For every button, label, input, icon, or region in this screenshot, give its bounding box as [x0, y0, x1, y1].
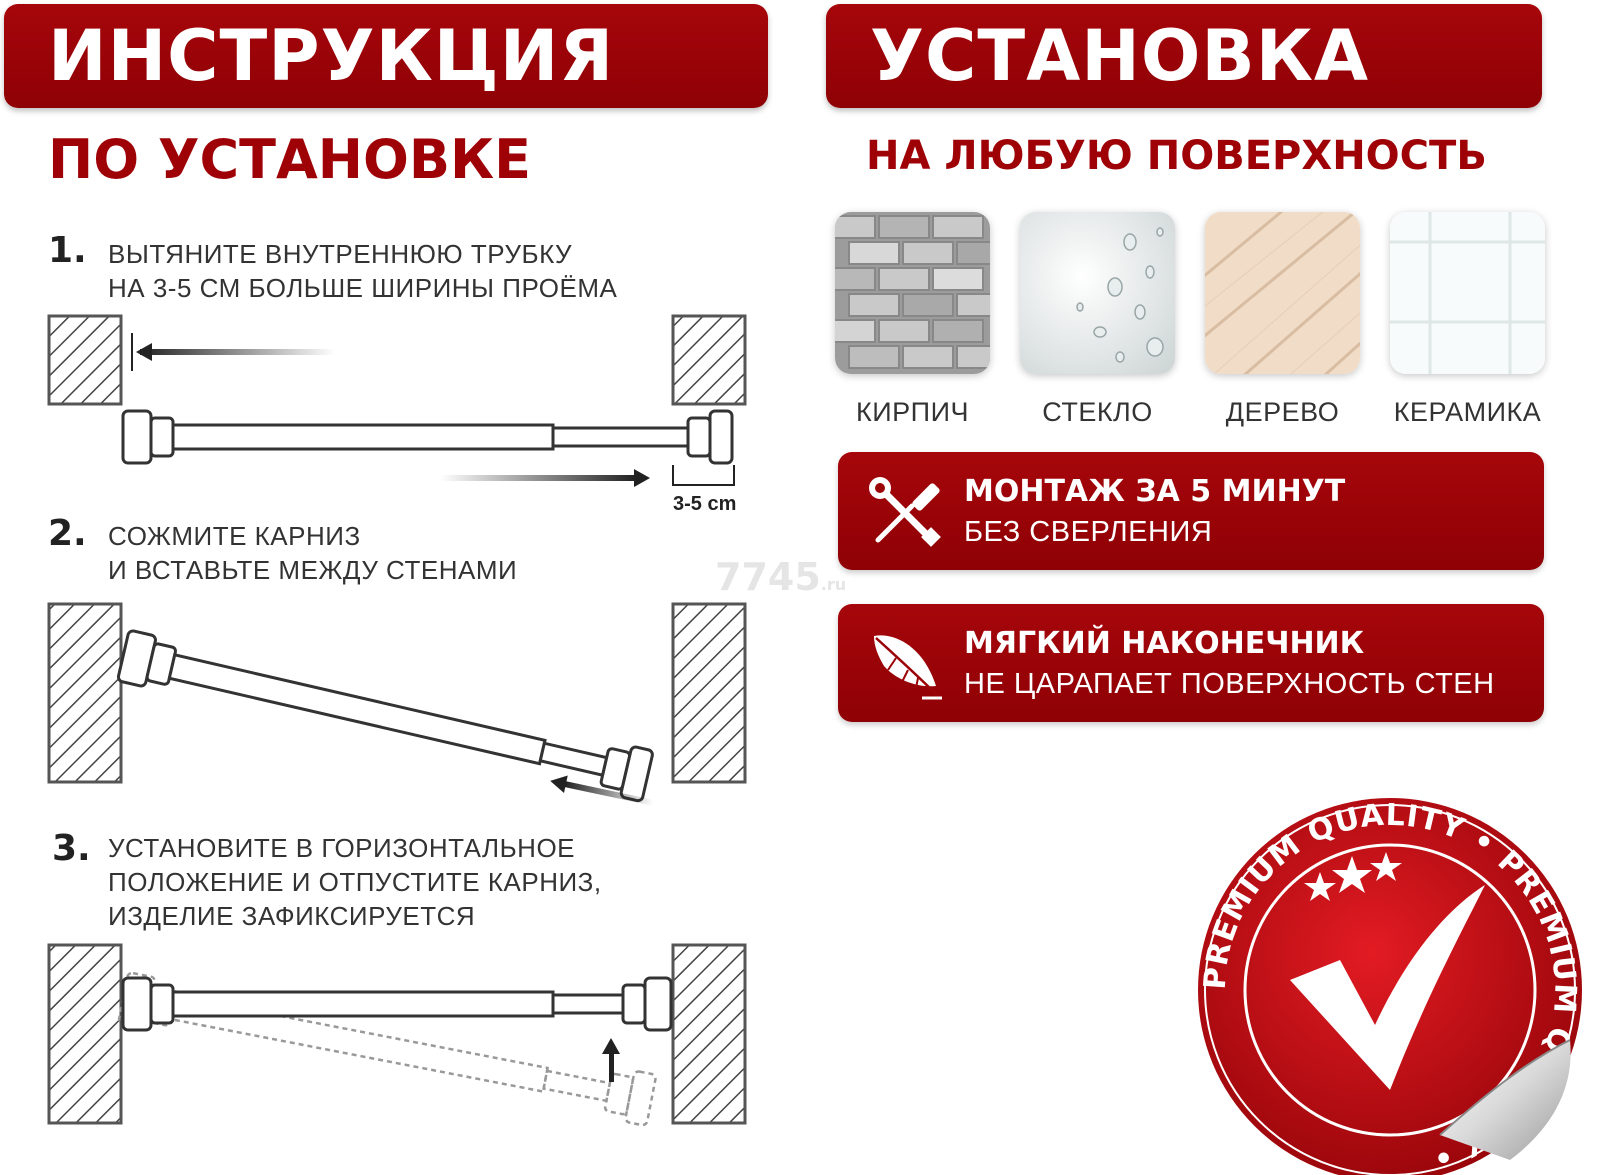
right-wall — [671, 602, 747, 784]
step-3-text-line-2: ПОЛОЖЕНИЕ И ОТПУСТИТЕ КАРНИЗ, — [108, 867, 602, 897]
watermark: 7745.ru — [715, 555, 846, 599]
right-wall — [671, 943, 747, 1125]
feature-1-subtitle: БЕЗ СВЕРЛЕНИЯ — [964, 516, 1213, 548]
brick-tile — [835, 212, 990, 374]
step-1-diagram: 3-5 cm — [47, 314, 747, 515]
watermark-main: 7745 — [715, 555, 821, 599]
feature-2-title: МЯГКИЙ НАКОНЕЧНИК — [964, 626, 1365, 661]
left-wall — [47, 602, 123, 784]
wood-texture-icon — [1205, 212, 1360, 374]
wood-tile — [1205, 212, 1360, 374]
feature-2-subtitle: НЕ ЦАРАПАЕТ ПОВЕРХНОСТЬ СТЕН — [964, 668, 1495, 700]
arrow-left — [140, 349, 335, 355]
surface-label-wood: ДЕРЕВО — [1225, 397, 1340, 427]
left-wall — [47, 314, 123, 406]
glass-texture-icon — [1020, 212, 1175, 374]
brick-texture-icon — [835, 212, 990, 374]
seal-peel-corner — [1440, 1040, 1571, 1160]
ceramic-texture-icon — [1390, 212, 1545, 374]
step-3-number: 3. — [52, 828, 91, 869]
instruction-subtitle: ПО УСТАНОВКЕ — [48, 128, 532, 191]
step-2-text-line-1: СОЖМИТЕ КАРНИЗ — [108, 521, 361, 551]
arrow-right — [440, 475, 635, 481]
right-wall — [671, 314, 747, 406]
feather-icon — [874, 635, 942, 700]
arrow-up — [602, 1038, 620, 1082]
glass-tile — [1020, 212, 1175, 374]
step-1-text-line-1: ВЫТЯНИТЕ ВНУТРЕННЮЮ ТРУБКУ — [108, 239, 573, 269]
arrow-compress — [550, 775, 654, 806]
installation-title: УСТАНОВКА — [870, 15, 1370, 97]
feature-1-title: МОНТАЖ ЗА 5 МИНУТ — [964, 474, 1346, 509]
step-3-diagram — [47, 943, 747, 1127]
step-3-text-line-1: УСТАНОВИТЕ В ГОРИЗОНТАЛЬНОЕ — [108, 833, 576, 863]
instruction-banner: ИНСТРУКЦИЯ — [4, 4, 768, 108]
checkmark-icon — [1290, 885, 1485, 1090]
instruction-title: ИНСТРУКЦИЯ — [48, 15, 615, 97]
surface-label-ceramic: КЕРАМИКА — [1393, 397, 1542, 427]
installation-subtitle: НА ЛЮБУЮ ПОВЕРХНОСТЬ — [866, 133, 1487, 179]
step-3-text-line-3: ИЗДЕЛИЕ ЗАФИКСИРУЕТСЯ — [108, 901, 476, 931]
step-2-diagram — [47, 602, 747, 806]
feature-soft-tip: МЯГКИЙ НАКОНЕЧНИК НЕ ЦАРАПАЕТ ПОВЕРХНОСТ… — [838, 604, 1544, 722]
tools-icon — [869, 477, 941, 547]
feature-quick-install: МОНТАЖ ЗА 5 МИНУТ БЕЗ СВЕРЛЕНИЯ — [838, 452, 1544, 570]
step-1-number: 1. — [48, 230, 87, 271]
step-2-text-line-2: И ВСТАВЬТЕ МЕЖДУ СТЕНАМИ — [108, 555, 518, 585]
left-wall — [47, 943, 123, 1125]
step-1-text-line-2: НА 3-5 СМ БОЛЬШЕ ШИРИНЫ ПРОЁМА — [108, 273, 618, 303]
premium-quality-seal: PREMIUM QUALITY • PREMIUM QUALITY • — [1198, 798, 1582, 1175]
step-2-number: 2. — [48, 513, 87, 554]
ceramic-tile — [1390, 212, 1545, 374]
seal-stars — [1304, 852, 1402, 901]
extension-label: 3-5 cm — [673, 493, 736, 515]
surface-label-glass: СТЕКЛО — [1042, 397, 1153, 427]
surface-label-brick: КИРПИЧ — [856, 397, 969, 427]
watermark-suffix: .ru — [820, 575, 847, 594]
installation-banner: УСТАНОВКА — [826, 4, 1542, 108]
